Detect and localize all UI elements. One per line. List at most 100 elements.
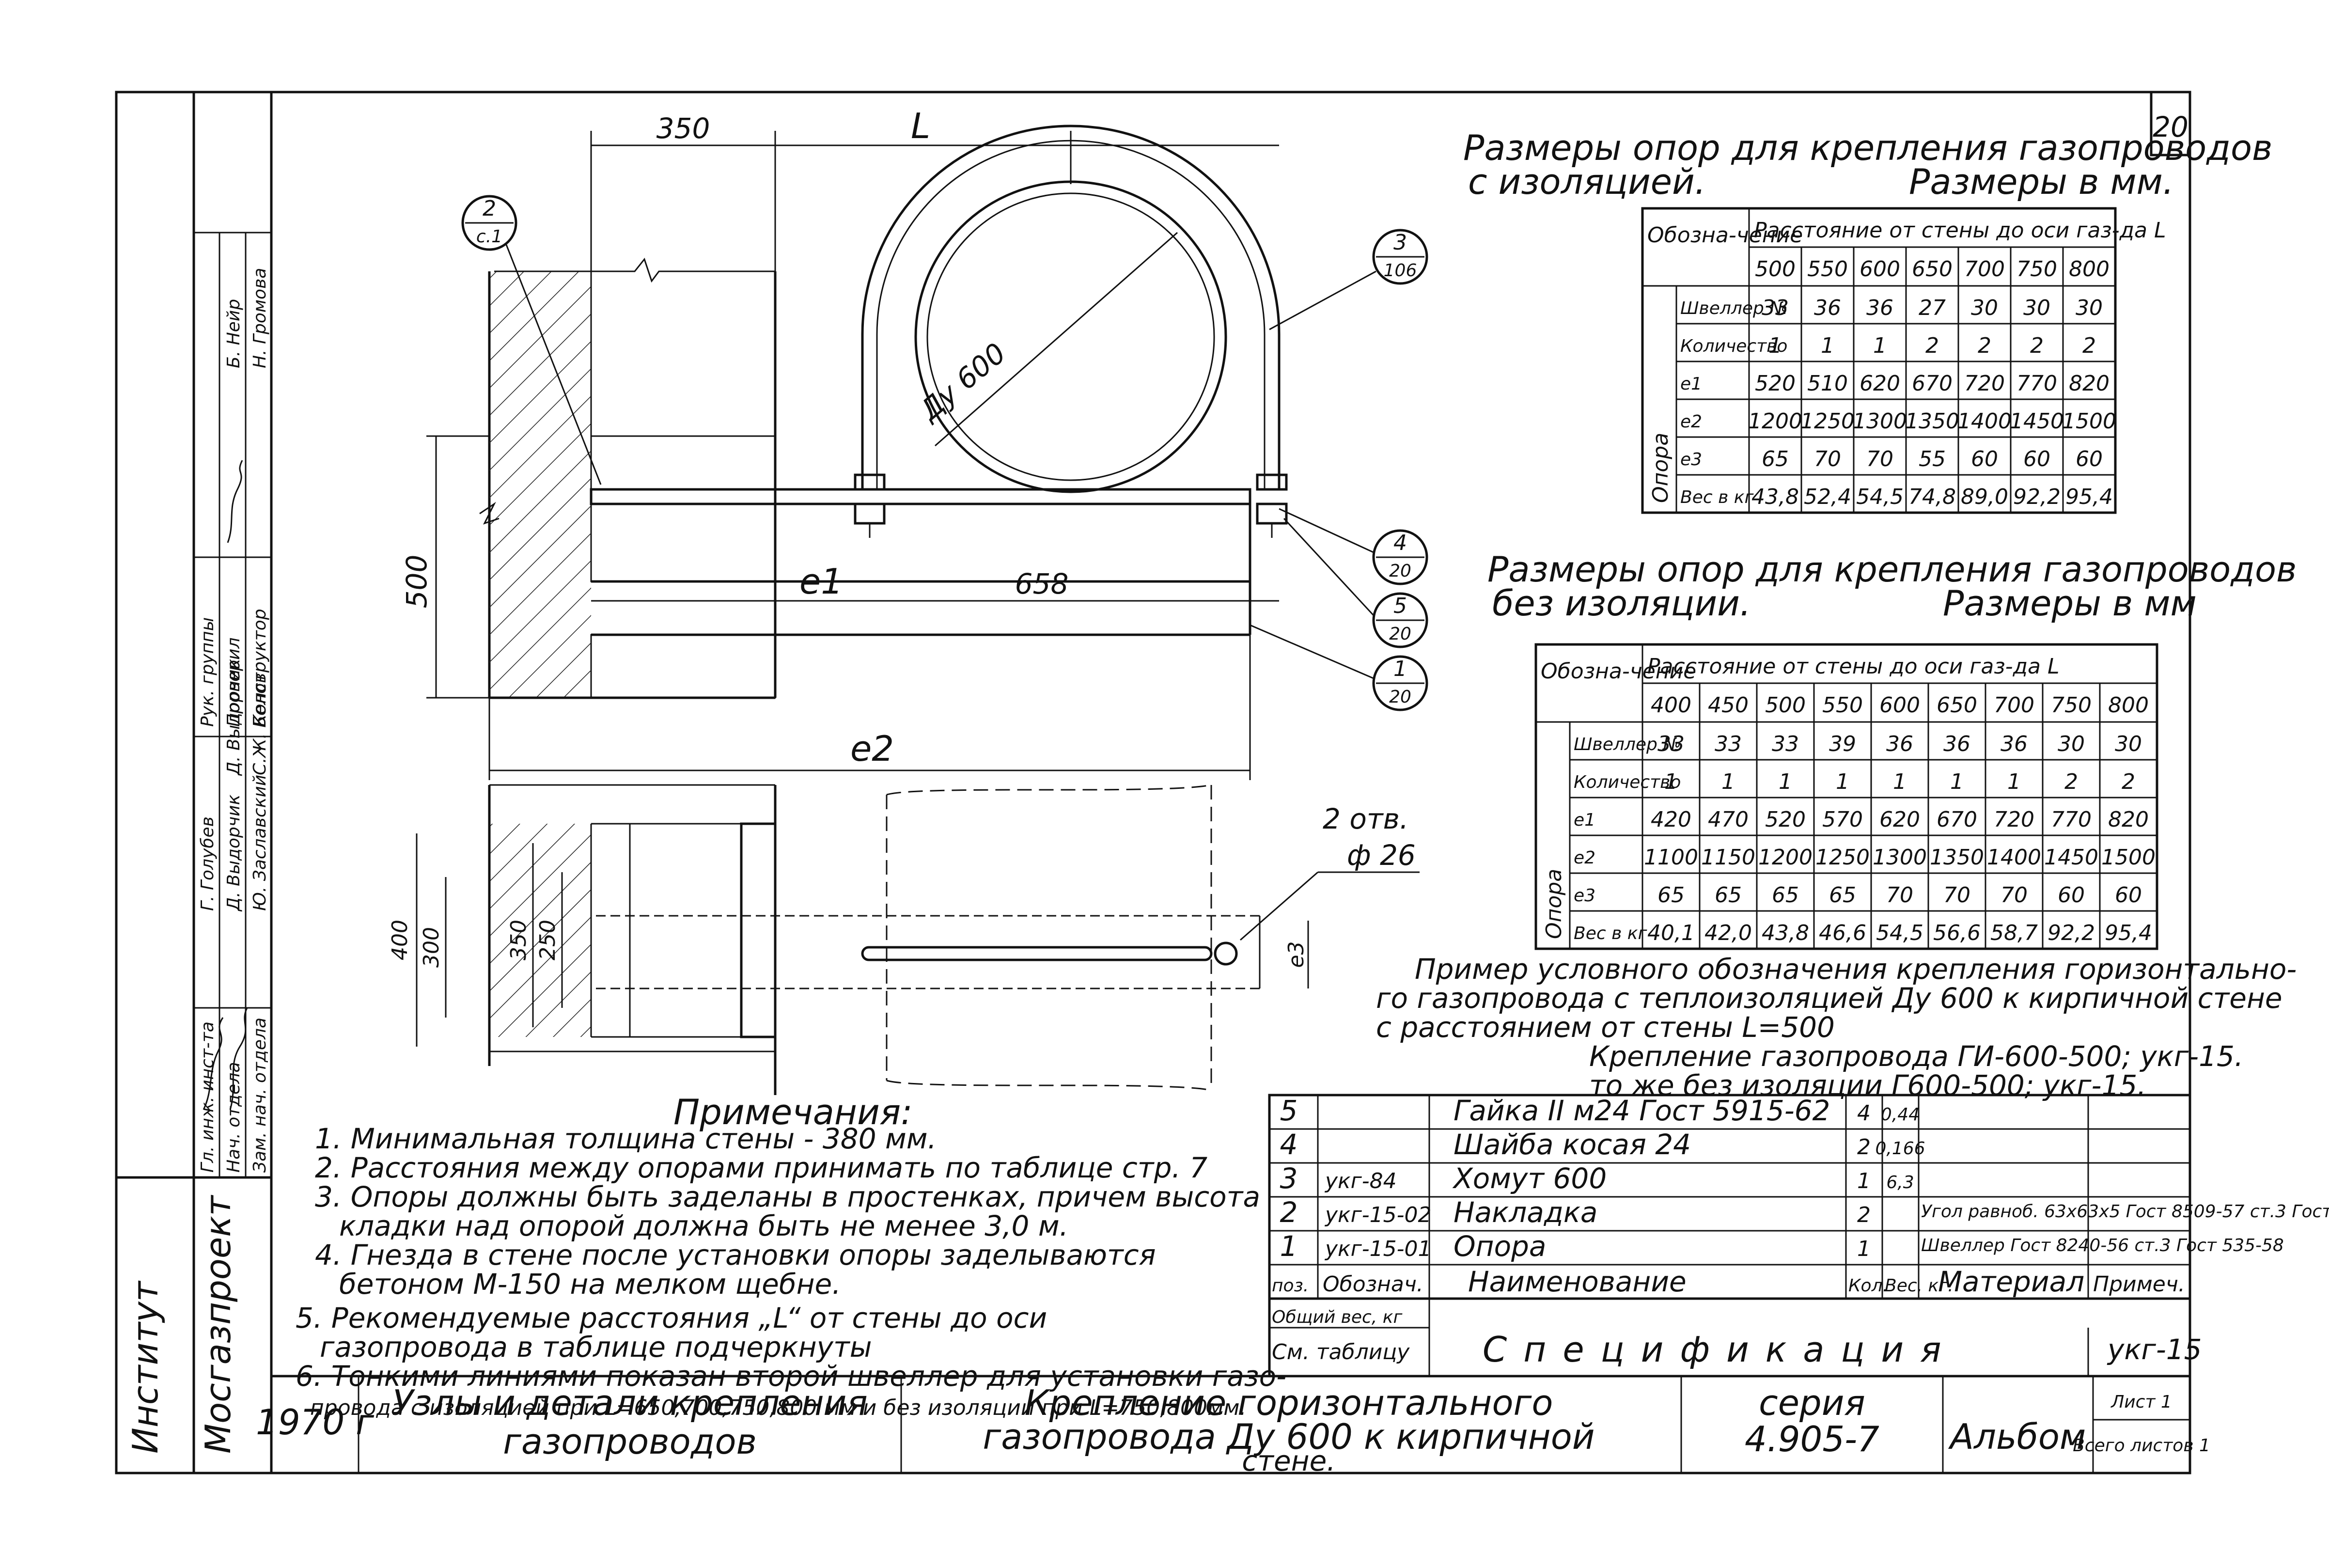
table_bare-cell: 1100 — [1644, 845, 1698, 870]
role-label-3: Зам. нач. отдела — [250, 1018, 270, 1173]
svg-text:20: 20 — [1389, 687, 1411, 707]
role-label-7: Проверил — [224, 637, 244, 727]
dim-e1: e1 — [799, 561, 843, 602]
table_insulated-row-label: Вес в кг — [1680, 487, 1754, 507]
plan-slot — [861, 946, 1213, 961]
spec-weight: 0,166 — [1875, 1139, 1925, 1159]
table_insulated-row-label: e3 — [1680, 450, 1702, 470]
table_insulated-cell: 52,4 — [1804, 485, 1851, 509]
holes-label-line1: 2 отв. — [1323, 802, 1408, 835]
table_insulated-cell: 95,4 — [2065, 485, 2113, 509]
table_bare-cell: 770 — [2051, 807, 2092, 832]
nut-left-top — [854, 473, 886, 491]
table_bare-cell: 36 — [1886, 732, 1913, 756]
signer-name-4: Д. Выдорчик — [224, 659, 244, 776]
table_bare-cell: 1300 — [1873, 845, 1927, 870]
table_insulated-cell: 770 — [2016, 371, 2057, 396]
table_insulated-cell: 1450 — [2010, 409, 2064, 434]
svg-text:3: 3 — [1393, 230, 1407, 255]
table-insulated-title-line2: с изоляцией. — [1468, 161, 1706, 202]
spec-name: Шайба косая 24 — [1454, 1128, 1691, 1161]
dim-400-plan: 400 — [388, 920, 412, 960]
table_bare-cell: 60 — [2058, 883, 2085, 908]
table_bare-cell: 33 — [1772, 732, 1799, 756]
svg-text:2: 2 — [483, 196, 496, 221]
signer-name-3: Ю. Заславский — [250, 775, 270, 911]
svg-text:4: 4 — [1393, 531, 1407, 555]
table_bare-cell: 70 — [1886, 883, 1913, 908]
spec-see-table: См. таблицу — [1272, 1340, 1410, 1364]
dim-e3-plan: e3 — [1284, 941, 1309, 968]
note-3b: кладки над опорой должна быть не менее 3… — [339, 1209, 1068, 1242]
note-5b: газопровода в таблице подчеркнуты — [320, 1331, 872, 1364]
table_insulated-cell: 92,2 — [2013, 485, 2061, 509]
dim-500-vertical: 500 — [400, 555, 433, 609]
example-line5: то же без изоляции Г600-500; укг-15. — [1589, 1069, 2146, 1102]
designation-example: Пример условного обозначения крепления г… — [1376, 953, 2297, 1102]
table_bare-distance-650: 650 — [1937, 693, 1977, 718]
dim-350-plan: 350 — [506, 920, 531, 960]
table_insulated-row-label: Количество — [1680, 336, 1787, 356]
table_bare-row-label: e1 — [1574, 810, 1595, 830]
table_bare-border — [1534, 643, 2158, 950]
table_bare-cell: 470 — [1708, 807, 1749, 832]
spec-qty: 2 — [1857, 1135, 1871, 1160]
table_insulated-cell: 1500 — [2062, 409, 2116, 434]
table_bare-cell: 65 — [1829, 883, 1856, 908]
nut-left-bottom — [854, 502, 886, 525]
table_bare-cell: 30 — [2058, 732, 2085, 756]
spec-header-note: Примеч. — [2093, 1272, 2185, 1297]
gas-pipe-du600 — [914, 180, 1227, 493]
table_bare-cell: 1 — [1950, 769, 1964, 794]
signer-name-6: Б. Нейр — [224, 299, 244, 368]
table_bare-distance-500: 500 — [1765, 693, 1806, 718]
table_bare-cell: 1350 — [1930, 845, 1984, 870]
table_insulated-cell: 60 — [1971, 447, 1998, 471]
table_bare-row-label: Швеллер № — [1574, 735, 1681, 754]
spec-code: укг-15 — [2107, 1333, 2202, 1366]
series-value: 4.905-7 — [1745, 1419, 1879, 1459]
table-bare-title-line1: Размеры опор для крепления газопроводов — [1487, 549, 2297, 590]
brick-wall-lower — [489, 436, 591, 698]
notes-block: Примечания: 1. Минимальная толщина стены… — [296, 1092, 1286, 1420]
table_bare-cell: 36 — [2001, 732, 2028, 756]
table_bare-cell: 1400 — [1987, 845, 2041, 870]
table_insulated-cell: 1250 — [1800, 409, 1855, 434]
table_insulated-cell: 60 — [2076, 447, 2103, 471]
series-label: серия — [1759, 1382, 1865, 1423]
example-line1: Пример условного обозначения крепления г… — [1415, 953, 2297, 986]
table_bare-cell: 1250 — [1815, 845, 1870, 870]
table_insulated-distance-700: 700 — [1964, 257, 2005, 282]
channel-support-beam — [590, 488, 1251, 505]
table_bare-cell: 1 — [1721, 769, 1735, 794]
spec-total-weight-label: Общий вес, кг — [1272, 1307, 1403, 1327]
table_bare-cell: 92,2 — [2048, 921, 2095, 945]
svg-text:5: 5 — [1393, 594, 1407, 618]
table_insulated-border — [1641, 207, 2117, 514]
spec-weight: 0,44 — [1881, 1105, 1920, 1125]
table_insulated-cell: 1300 — [1853, 409, 1907, 434]
spec-qty: 2 — [1857, 1203, 1871, 1227]
table_insulated-cell: 1350 — [1905, 409, 1959, 434]
institute-name-line2: Мосгазпроект — [198, 1194, 238, 1454]
table_insulated-cell: 43,8 — [1751, 485, 1799, 509]
table_bare-cell: 1 — [1836, 769, 1849, 794]
table_insulated-cell: 1 — [1873, 333, 1887, 358]
handwritten-signature-2 — [229, 1007, 248, 1110]
sheet-number-box — [2150, 91, 2191, 157]
table_bare-cell: 670 — [1937, 807, 1977, 832]
table_bare-cell: 36 — [1943, 732, 1970, 756]
table_bare-cell: 70 — [1943, 883, 1970, 908]
table_bare-cell: 43,8 — [1762, 921, 1809, 945]
table_insulated-group-label: Опора — [1648, 433, 1673, 503]
table_insulated-cell: 30 — [1971, 296, 1998, 320]
table_insulated-cell: 65 — [1762, 447, 1789, 471]
spec-header-weight: Вес. кг. — [1885, 1276, 1954, 1296]
table_insulated-distance-650: 650 — [1912, 257, 1953, 282]
nut-right-top — [1256, 473, 1288, 491]
plan-view: 400 300 350 250 e3 2 отв. ф 26 — [388, 784, 1420, 1095]
table_bare-cell: 40,1 — [1647, 921, 1695, 945]
dim-350-top: 350 — [656, 112, 710, 145]
role-label-8: Конструктор — [250, 609, 270, 727]
holes-label-line2: ф 26 — [1347, 839, 1416, 872]
